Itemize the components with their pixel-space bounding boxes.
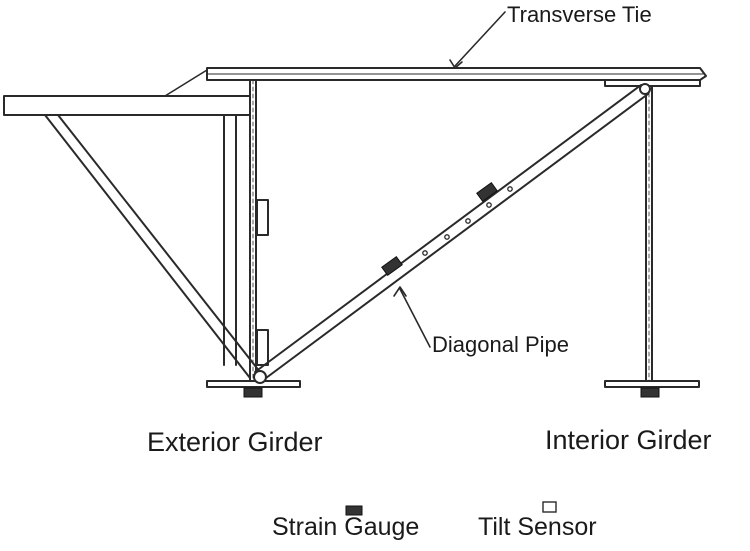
exterior-bottom-flange	[206, 380, 301, 388]
diagonal-pipe-label: Diagonal Pipe	[432, 332, 569, 357]
legend-tilt-sensor-label: Tilt Sensor	[478, 513, 597, 541]
transverse-tie-label: Transverse Tie	[507, 2, 652, 27]
legend-strain-gauge-symbol	[345, 505, 363, 516]
exterior-girder-web	[249, 79, 257, 381]
diagonal-pipe	[253, 83, 651, 384]
strain-gauges	[243, 181, 660, 398]
exterior-girder-label: Exterior Girder	[147, 427, 323, 457]
tilt-sensor-upper	[256, 199, 269, 236]
pipe-bolt-holes	[422, 186, 513, 256]
tilt-sensor-lower	[256, 329, 269, 366]
transverse-tie	[206, 67, 707, 81]
legend-tilt-sensor-symbol	[542, 501, 557, 513]
interior-girder-label: Interior Girder	[545, 425, 712, 455]
interior-bottom-flange	[604, 380, 700, 388]
overhang-strut	[44, 114, 261, 379]
legend-strain-gauge-label: Strain Gauge	[272, 513, 420, 541]
interior-girder-web	[645, 85, 653, 382]
leader-lines	[393, 11, 506, 348]
overhang-post	[223, 114, 237, 366]
interior-top-flange	[604, 79, 701, 87]
